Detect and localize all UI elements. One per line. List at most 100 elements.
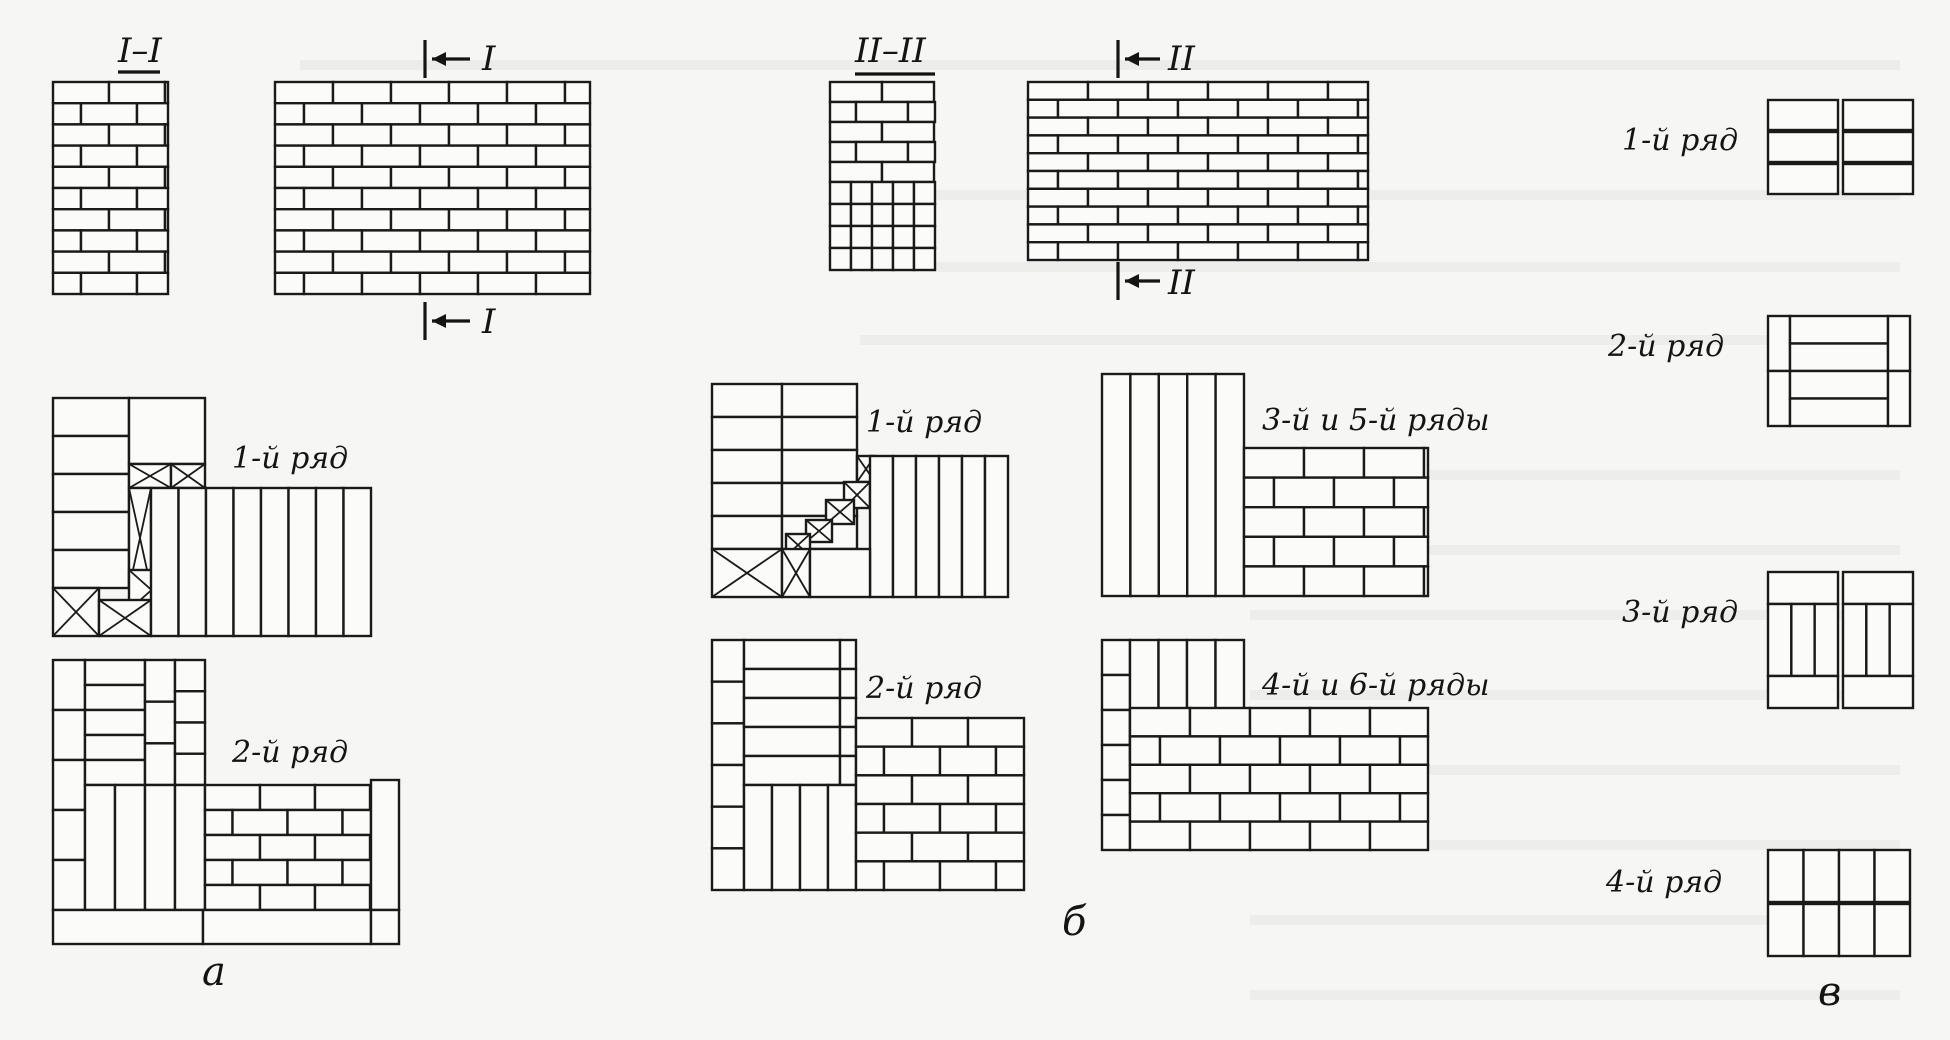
brick [1100, 638, 1132, 677]
panel-a-cut-line-top [423, 40, 470, 78]
brick [79, 229, 139, 253]
brick [1026, 98, 1060, 119]
brick [1813, 602, 1840, 678]
brick [1242, 565, 1306, 598]
brick [360, 186, 422, 211]
brick [107, 80, 167, 105]
brick [360, 144, 422, 169]
brick [51, 808, 87, 862]
brick [854, 745, 886, 777]
brick [1218, 792, 1282, 823]
brick [1272, 535, 1336, 568]
brick [1158, 792, 1222, 823]
brick [107, 207, 167, 232]
brick [1326, 223, 1370, 244]
brick [891, 224, 916, 250]
brick [1100, 743, 1132, 782]
brick [273, 123, 335, 147]
brick [1802, 848, 1841, 904]
brick [912, 180, 937, 206]
brick [163, 123, 170, 147]
brick [1278, 792, 1342, 823]
brick [1086, 151, 1150, 173]
brick [854, 774, 914, 806]
brick [1788, 397, 1890, 428]
brick [1086, 116, 1150, 137]
brick [534, 186, 592, 211]
brick [1332, 535, 1396, 568]
brick [742, 783, 774, 892]
brick [1841, 602, 1868, 678]
brick [563, 123, 592, 147]
brick [1398, 792, 1430, 823]
brick [331, 207, 393, 232]
brick [369, 778, 401, 912]
brick [1128, 792, 1162, 823]
brick [149, 486, 180, 638]
brick [1368, 706, 1430, 738]
brick [710, 415, 784, 452]
brick [259, 486, 290, 638]
brick [1368, 763, 1430, 795]
brick [447, 123, 509, 147]
brick [1308, 820, 1372, 852]
brick [1242, 476, 1276, 509]
brick [232, 486, 263, 638]
brick [163, 250, 170, 275]
brick [1026, 151, 1090, 173]
brick [1100, 778, 1132, 817]
hatch-line [98, 599, 152, 637]
brick [828, 80, 884, 104]
brick [79, 186, 139, 211]
brick [1266, 223, 1330, 244]
brick [1128, 706, 1192, 738]
brick [1332, 476, 1396, 509]
brick [966, 774, 1026, 806]
brick [828, 100, 858, 124]
brick [710, 722, 746, 767]
brick [505, 250, 567, 275]
brick [286, 858, 344, 887]
panel-a-cut-mark-top: I [481, 39, 496, 79]
brick [742, 725, 842, 758]
brick [135, 144, 170, 169]
brick [1841, 674, 1915, 710]
brick [331, 165, 393, 190]
panel-v-row3-plan [1766, 570, 1915, 710]
brick [1146, 151, 1210, 173]
brick [780, 382, 859, 419]
brick [107, 123, 167, 147]
brick [201, 908, 373, 946]
brick [418, 186, 480, 211]
brick [1392, 535, 1430, 568]
brick [849, 224, 874, 250]
brick [891, 454, 918, 599]
brick [51, 144, 83, 169]
brick [51, 165, 111, 190]
brick [880, 160, 936, 184]
panel-b-cut-line-top [1116, 40, 1160, 78]
panel-b-row2-label: 2-й ряд [865, 671, 982, 706]
brick [870, 202, 895, 228]
brick [742, 696, 842, 729]
brick [1837, 902, 1876, 958]
brick [1146, 187, 1210, 208]
brick [828, 180, 853, 206]
brick [534, 101, 592, 126]
brick [828, 224, 853, 250]
brick [1296, 98, 1360, 119]
brick [1302, 506, 1366, 539]
hatch-line [170, 463, 206, 489]
brick [1841, 570, 1915, 606]
brick [710, 638, 746, 683]
brick [854, 140, 910, 164]
brick [135, 186, 170, 211]
brick [1248, 706, 1312, 738]
panel-v-row1-plan [1766, 98, 1915, 196]
panel-a-wall-elevation [273, 80, 592, 296]
brick [1206, 151, 1270, 173]
brick [828, 202, 853, 228]
brick [1766, 902, 1805, 958]
brick [51, 510, 131, 552]
brick [994, 860, 1026, 892]
